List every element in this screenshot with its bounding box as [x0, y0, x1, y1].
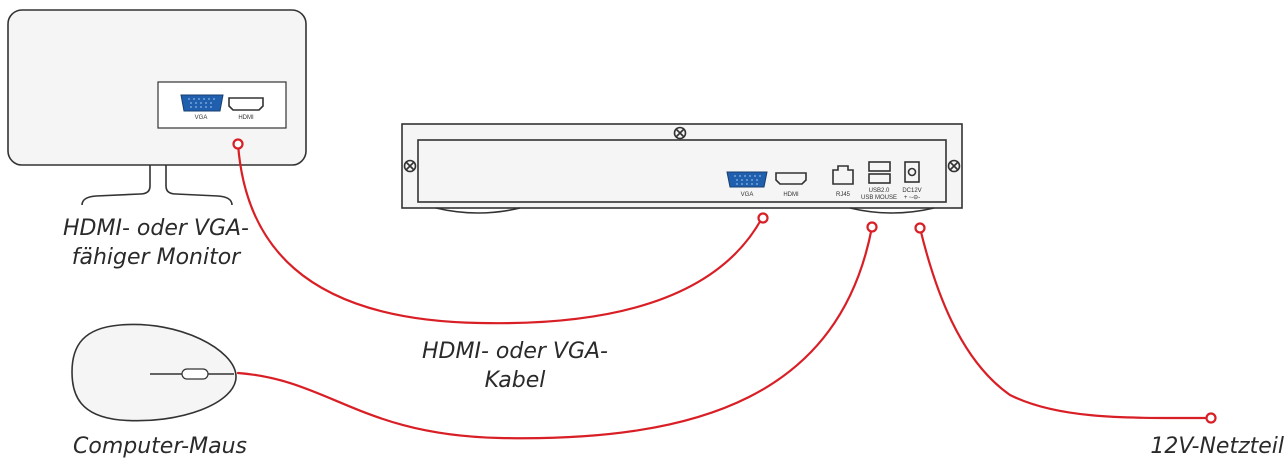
- recorder-rj45-label: RJ45: [836, 192, 851, 198]
- recorder-usb-connector-point: [866, 221, 878, 233]
- monitor-caption: HDMI- oder VGA- fähiger Monitor: [63, 216, 249, 270]
- recorder-usb-port-2: [868, 173, 891, 184]
- monitor-vga-label: VGA: [195, 115, 208, 121]
- power-supply-caption: 12V-Netzteil: [1150, 434, 1284, 459]
- recorder-hdmi-label: HDMI: [783, 192, 799, 198]
- recorder-foot-right: [849, 207, 935, 214]
- recorder-dc-polarity: + ◦-⊖-: [904, 195, 920, 201]
- monitor-hdmi-label: HDMI: [238, 115, 254, 121]
- recorder-power-connector-point: [914, 222, 926, 234]
- recorder-vga-port: [726, 171, 768, 188]
- mouse-scroll-wheel: [181, 368, 209, 380]
- hdmi-vga-cable: [236, 142, 764, 325]
- monitor-connector-point: [232, 138, 244, 150]
- recorder-dc-port: [904, 161, 920, 183]
- power-cable: [918, 226, 1211, 420]
- recorder-video-connector-point: [757, 212, 769, 224]
- mouse-cable: [236, 225, 874, 440]
- mouse-body: [71, 323, 237, 422]
- screw-icon: [403, 159, 417, 173]
- recorder-usb-mouse-label: USB MOUSE: [861, 195, 897, 201]
- recorder-rj45-port: [832, 165, 854, 185]
- power-supply-connector-point: [1205, 412, 1217, 424]
- cable-caption: HDMI- oder VGA- Kabel: [422, 339, 608, 393]
- monitor-stand-right: [165, 165, 233, 206]
- recorder-usb-port-1: [868, 161, 891, 172]
- screw-icon: [673, 126, 687, 140]
- monitor-vga-port: [180, 94, 224, 112]
- recorder-dc-label: DC12V: [902, 188, 921, 194]
- recorder: VGA HDMI RJ45 USB2.0 USB MOUSE DC12V + ◦…: [401, 123, 963, 214]
- monitor-stand-left: [81, 165, 151, 206]
- recorder-vga-label: VGA: [741, 192, 754, 198]
- recorder-dc-socket: [907, 167, 917, 177]
- monitor: VGA HDMI: [7, 9, 307, 206]
- mouse: [71, 323, 237, 422]
- recorder-back-panel: [417, 139, 947, 203]
- recorder-hdmi-port: [775, 172, 807, 185]
- monitor-port-panel: [157, 81, 287, 129]
- monitor-hdmi-port: [228, 97, 264, 111]
- recorder-foot-left: [435, 207, 521, 214]
- screw-icon: [947, 159, 961, 173]
- mouse-caption: Computer-Maus: [73, 434, 247, 459]
- recorder-usb-label: USB2.0: [869, 188, 890, 194]
